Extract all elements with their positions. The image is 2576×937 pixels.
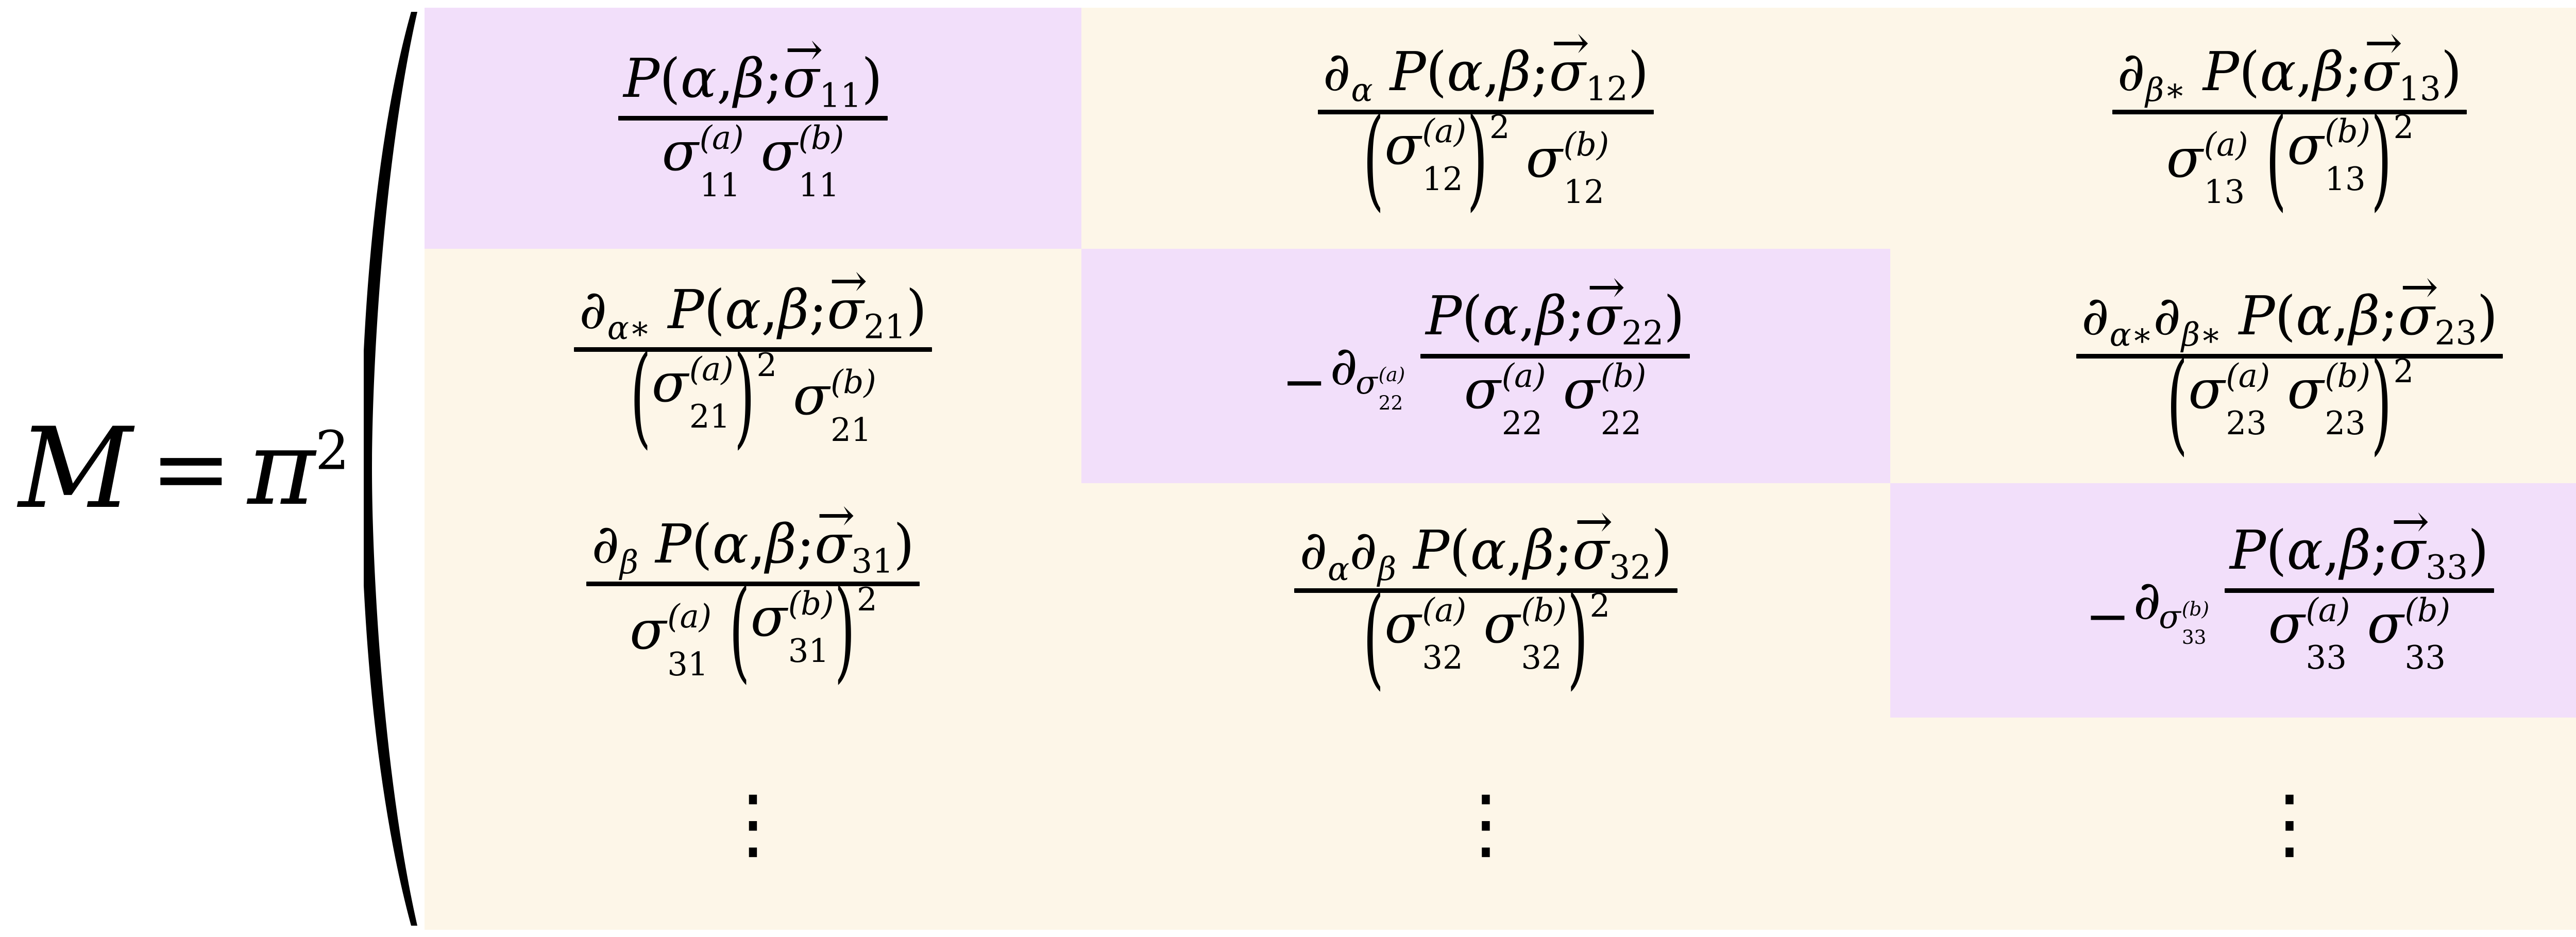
fraction-11-denominator: σ(a)11 σ(b)11 bbox=[662, 119, 844, 205]
matrix-cell-13: ∂β∗ P(α,β;→σ13) σ(a)13 (σ(b)13)2 bbox=[1890, 7, 2576, 249]
fraction-31-bar bbox=[586, 582, 920, 587]
neg-derivative-22: −∂σ(a)22 P(α,β;→σ22) σ(a)22 σ(b)22 bbox=[1282, 260, 1690, 443]
vertical-ellipsis-icon: ⋮ bbox=[1447, 778, 1524, 868]
matrix-symbol-M: M bbox=[19, 403, 133, 533]
fraction-12: ∂α P(α,β;→σ12) (σ(a)12)2 σ(b)12 bbox=[1317, 16, 1654, 223]
matrix-cell-12: ∂α P(α,β;→σ12) (σ(a)12)2 σ(b)12 bbox=[1081, 7, 1890, 249]
matrix-cell-21: ∂α∗ P(α,β;→σ21) (σ(a)21)2 σ(b)21 bbox=[425, 248, 1081, 483]
fraction-22: P(α,β;→σ22) σ(a)22 σ(b)22 bbox=[1420, 260, 1690, 443]
fraction-33-denominator: σ(a)33 σ(b)33 bbox=[2268, 591, 2451, 676]
fraction-13-numerator: ∂β∗ P(α,β;→σ13) bbox=[2117, 16, 2462, 109]
fraction-21-bar bbox=[573, 347, 933, 352]
fraction-32-denominator: (σ(a)32 σ(b)32)2 bbox=[1363, 572, 1611, 702]
equals-sign: = bbox=[150, 411, 232, 525]
matrix-cell-43: ⋮ bbox=[1890, 717, 2576, 930]
fraction-31-numerator: ∂β P(α,β;→σ31) bbox=[591, 488, 914, 581]
fraction-13-denominator: σ(a)13 (σ(b)13)2 bbox=[2166, 93, 2414, 223]
matrix-cell-11: P(α,β;→σ11) σ(a)11 σ(b)11 bbox=[425, 7, 1081, 249]
fraction-33-bar bbox=[2225, 588, 2494, 593]
equation-left-hand-side: M = π2 bbox=[19, 413, 364, 524]
neg-partial-operator-22: −∂σ(a)22 bbox=[1282, 334, 1405, 415]
fraction-21-numerator: ∂α∗ P(α,β;→σ21) bbox=[579, 253, 927, 347]
fraction-32: ∂α∂β P(α,β;→σ32) (σ(a)32 σ(b)32)2 bbox=[1294, 495, 1677, 702]
vertical-ellipsis-icon: ⋮ bbox=[2251, 778, 2328, 868]
pi-exponent: 2 bbox=[315, 418, 349, 482]
vertical-ellipsis-icon: ⋮ bbox=[714, 778, 792, 868]
fraction-23: ∂α∗∂β∗ P(α,β;→σ23) (σ(a)23 σ(b)23)2 bbox=[2076, 260, 2503, 467]
neg-partial-operator-33: −∂σ(b)33 bbox=[2085, 569, 2210, 649]
fraction-11-bar bbox=[618, 116, 888, 121]
fraction-12-numerator: ∂α P(α,β;→σ12) bbox=[1323, 16, 1649, 109]
fraction-33: P(α,β;→σ33) σ(a)33 σ(b)33 bbox=[2225, 495, 2494, 677]
matrix-cell-32: ∂α∂β P(α,β;→σ32) (σ(a)32 σ(b)32)2 bbox=[1081, 483, 1890, 718]
fraction-33-numerator: P(α,β;→σ33) bbox=[2230, 495, 2489, 587]
fraction-23-bar bbox=[2076, 353, 2503, 359]
fraction-22-numerator: P(α,β;→σ22) bbox=[1426, 260, 1685, 353]
fraction-32-numerator: ∂α∂β P(α,β;→σ32) bbox=[1299, 495, 1672, 588]
fraction-23-numerator: ∂α∗∂β∗ P(α,β;→σ23) bbox=[2081, 260, 2498, 353]
matrix-cell-41: ⋮ bbox=[425, 717, 1081, 930]
fraction-13: ∂β∗ P(α,β;→σ13) σ(a)13 (σ(b)13)2 bbox=[2112, 16, 2467, 223]
fraction-31-denominator: σ(a)31 (σ(b)31)2 bbox=[630, 566, 877, 695]
fraction-21-denominator: (σ(a)21)2 σ(b)21 bbox=[630, 331, 876, 461]
neg-derivative-33: −∂σ(b)33 P(α,β;→σ33) σ(a)33 σ(b)33 bbox=[2085, 495, 2494, 677]
fraction-22-bar bbox=[1420, 353, 1690, 359]
matrix-cell-23: ∂α∗∂β∗ P(α,β;→σ23) (σ(a)23 σ(b)23)2 bbox=[1890, 248, 2576, 483]
fraction-32-bar bbox=[1294, 588, 1677, 593]
fraction-22-denominator: σ(a)22 σ(b)22 bbox=[1464, 356, 1647, 442]
matrix-body: P(α,β;→σ11) σ(a)11 σ(b)11 ∂α P(α,β;→σ12)… bbox=[425, 7, 2576, 930]
matrix-cell-42: ⋮ bbox=[1081, 717, 1890, 930]
matrix-cell-31: ∂β P(α,β;→σ31) σ(a)31 (σ(b)31)2 bbox=[425, 483, 1081, 718]
fraction-31: ∂β P(α,β;→σ31) σ(a)31 (σ(b)31)2 bbox=[586, 488, 920, 695]
matrix-left-parenthesis bbox=[364, 8, 425, 930]
fraction-21: ∂α∗ P(α,β;→σ21) (σ(a)21)2 σ(b)21 bbox=[573, 253, 933, 461]
fraction-23-denominator: (σ(a)23 σ(b)23)2 bbox=[2166, 337, 2414, 467]
matrix-cell-22: −∂σ(a)22 P(α,β;→σ22) σ(a)22 σ(b)22 bbox=[1081, 248, 1890, 483]
fraction-11-numerator: P(α,β;→σ11) bbox=[623, 22, 883, 115]
matrix-cell-33: −∂σ(b)33 P(α,β;→σ33) σ(a)33 σ(b)33 bbox=[1890, 483, 2576, 718]
pi-symbol: π bbox=[247, 408, 315, 529]
pi-squared-prefactor: π2 bbox=[247, 417, 364, 520]
fraction-12-denominator: (σ(a)12)2 σ(b)12 bbox=[1363, 93, 1609, 223]
fraction-11: P(α,β;→σ11) σ(a)11 σ(b)11 bbox=[618, 22, 888, 206]
fraction-12-bar bbox=[1317, 109, 1654, 114]
fraction-13-bar bbox=[2112, 109, 2467, 114]
